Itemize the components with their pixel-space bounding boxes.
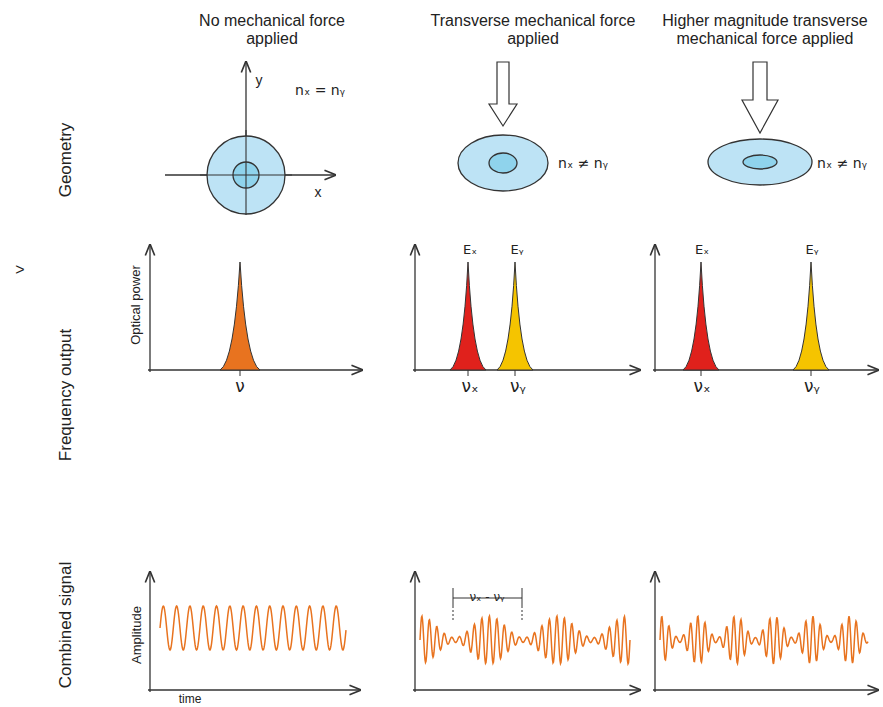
- frequency-label: ν: [235, 377, 245, 397]
- axis-label: Optical power: [129, 265, 144, 344]
- signal-wave: [660, 616, 868, 664]
- index-label: nₓ ≠ nᵧ: [558, 155, 608, 171]
- axis-label: time: [179, 693, 202, 707]
- column-heading: No mechanical force applied: [177, 12, 367, 49]
- index-label: nₓ ≠ nᵧ: [817, 155, 867, 171]
- beat-period-label: νₓ - νᵧ: [469, 591, 504, 605]
- index-label: nₓ = nᵧ: [295, 82, 345, 98]
- signal-wave: [160, 606, 346, 650]
- row-heading: Combined signal: [56, 562, 76, 689]
- stray-mark: >: [15, 261, 24, 279]
- polarization-label: Eₓ: [463, 243, 477, 258]
- row-heading: Geometry: [56, 123, 76, 198]
- frequency-label: νₓ: [693, 377, 710, 397]
- frequency-label: νᵧ: [510, 377, 526, 397]
- axis-label: y: [256, 72, 263, 88]
- axis-label: x: [315, 184, 322, 200]
- signal-wave: [420, 616, 630, 664]
- row-heading: Frequency output: [56, 329, 76, 461]
- polarization-label: Eₓ: [695, 243, 709, 258]
- frequency-label: νᵧ: [804, 377, 820, 397]
- polarization-label: Eᵧ: [805, 243, 818, 258]
- column-heading: Transverse mechanical force applied: [423, 12, 643, 49]
- axis-label: Amplitude: [130, 606, 145, 664]
- column-heading: Higher magnitude transverse mechanical f…: [640, 12, 883, 49]
- polarization-label: Eᵧ: [510, 243, 523, 258]
- frequency-label: νₓ: [461, 377, 478, 397]
